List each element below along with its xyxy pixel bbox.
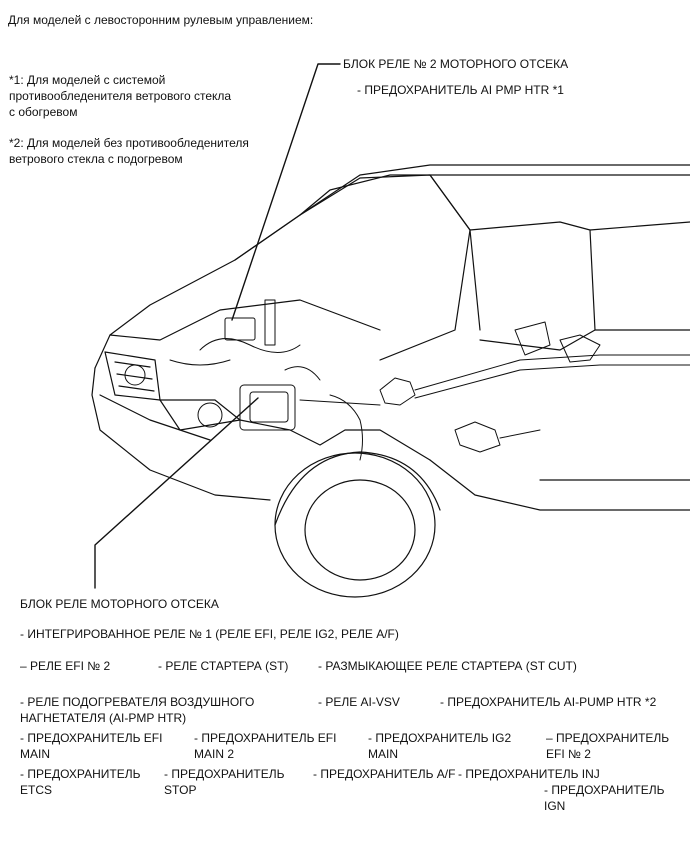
rocker-panel (429, 459, 690, 511)
door-rear (589, 221, 690, 231)
page-header: Для моделей с левосторонним рулевым упра… (8, 13, 314, 27)
leader-line-relay-block-2 (231, 63, 341, 321)
fuse-efi-2: – ПРЕДОХРАНИТЕЛЬ EFI № 2 (546, 731, 670, 761)
fuse-af: - ПРЕДОХРАНИТЕЛЬ A/F (313, 767, 456, 781)
vehicle-body-outline (94, 164, 690, 369)
fuse-ig2-main: - ПРЕДОХРАНИТЕЛЬ IG2 MAIN (368, 731, 512, 761)
fuse-stop: - ПРЕДОХРАНИТЕЛЬ STOP (164, 767, 285, 797)
hood-line (109, 299, 381, 341)
fender (239, 419, 431, 461)
relay-block-title: БЛОК РЕЛЕ МОТОРНОГО ОТСЕКА (20, 597, 219, 611)
vehicle-illustration (91, 63, 690, 598)
note-1: *1: Для моделей с системой противообледе… (9, 73, 232, 119)
exhaust-system (379, 321, 690, 453)
relay-item-ai-vsv-relay: - РЕЛЕ AI-VSV (318, 695, 400, 709)
fuse-inj: - ПРЕДОХРАНИТЕЛЬ INJ (458, 767, 600, 781)
fuse-ign: - ПРЕДОХРАНИТЕЛЬ IGN (544, 783, 665, 813)
leader-line-relay-block (94, 397, 259, 589)
fuse-etcs: - ПРЕДОХРАНИТЕЛЬ ETCS (20, 767, 141, 797)
a-pillar (429, 174, 481, 331)
relay-item-starter-relay: - РЕЛЕ СТАРТЕРА (ST) (158, 659, 289, 673)
note-2: *2: Для моделей без противообледенителя … (9, 136, 249, 166)
front-bumper (91, 367, 271, 501)
front-wheel (274, 451, 441, 598)
relay-item-ai-pump-htr-fuse: - ПРЕДОХРАНИТЕЛЬ AI-PUMP HTR *2 (440, 695, 657, 709)
engine-components (124, 299, 381, 461)
relay-block-2-title: БЛОК РЕЛЕ № 2 МОТОРНОГО ОТСЕКА (343, 57, 569, 71)
door-front (469, 221, 596, 351)
relay-item-efi-2-relay: – РЕЛЕ EFI № 2 (20, 659, 111, 673)
relay-block-2-item: - ПРЕДОХРАНИТЕЛЬ AI PMP HTR *1 (357, 83, 564, 97)
relay-item-st-cut-relay: - РАЗМЫКАЮЩЕЕ РЕЛЕ СТАРТЕРА (ST CUT) (318, 659, 577, 673)
fuse-efi-main-2: - ПРЕДОХРАНИТЕЛЬ EFI MAIN 2 (194, 731, 337, 761)
relay-item-ai-pmp-htr-relay: - РЕЛЕ ПОДОГРЕВАТЕЛЯ ВОЗДУШНОГО НАГНЕТАТ… (20, 695, 255, 725)
relay-item-integrated-relay: - ИНТЕГРИРОВАННОЕ РЕЛЕ № 1 (РЕЛЕ EFI, РЕ… (20, 627, 399, 641)
roof-line (299, 174, 690, 216)
windshield (234, 174, 471, 361)
fuse-efi-main: - ПРЕДОХРАНИТЕЛЬ EFI MAIN (20, 731, 163, 761)
